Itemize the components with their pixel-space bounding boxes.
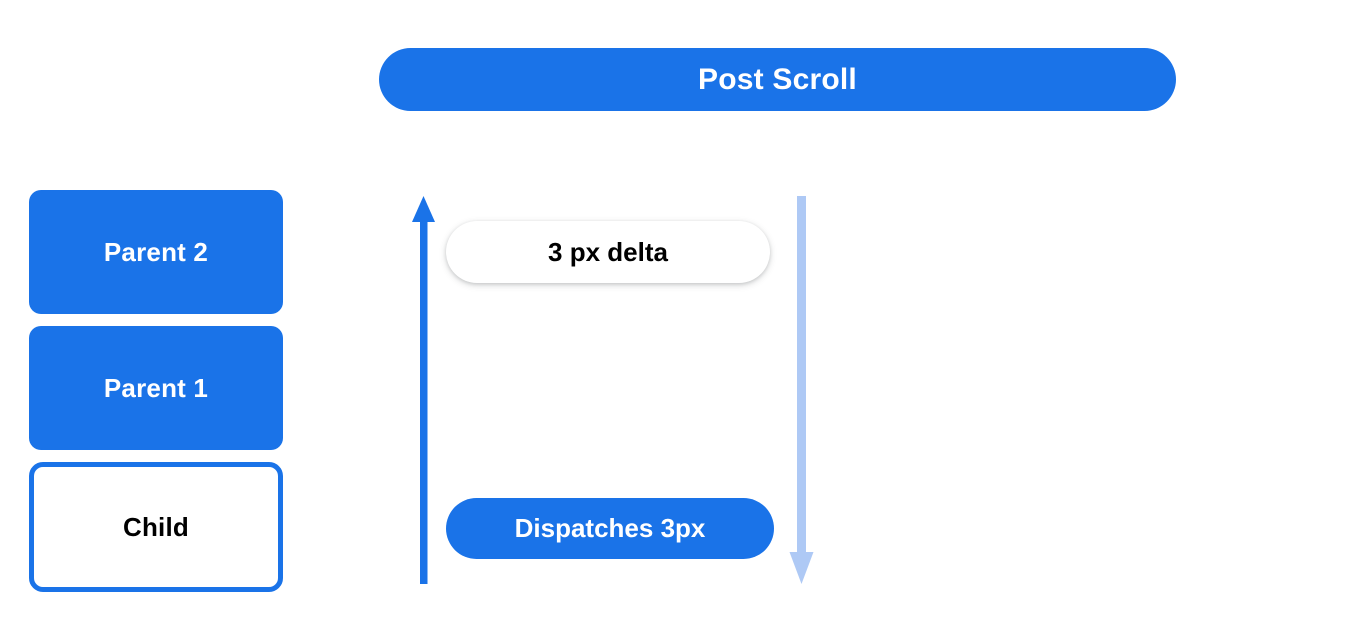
node-box-parent-1: Parent 1 <box>29 326 283 450</box>
node-label-parent-1: Parent 1 <box>103 372 209 403</box>
dispatch-annotation-label: Dispatches 3px <box>514 513 706 543</box>
scroll-up-arrow <box>405 194 443 586</box>
node-label-child: Child <box>123 511 189 542</box>
delta-annotation-label: 3 px delta <box>548 236 668 267</box>
node-box-child: Child <box>29 462 283 592</box>
node-label-parent-2: Parent 2 <box>103 236 209 267</box>
post-scroll-header: Post Scroll <box>379 48 1176 111</box>
dispatch-annotation-pill: Dispatches 3px <box>446 498 774 559</box>
node-stack: Parent 2 Parent 1 Child <box>29 190 283 592</box>
node-box-parent-2: Parent 2 <box>29 190 283 314</box>
scroll-down-arrow <box>784 196 822 586</box>
delta-annotation-pill: 3 px delta <box>446 221 770 283</box>
header-title: Post Scroll <box>698 62 857 96</box>
